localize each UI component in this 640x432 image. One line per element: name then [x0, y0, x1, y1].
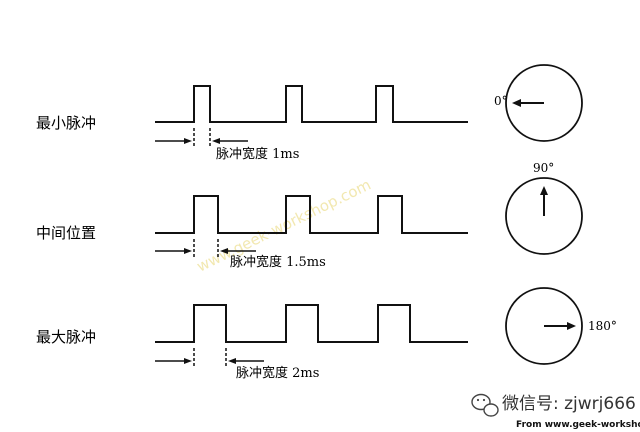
row-label-max: 最大脉冲: [36, 328, 96, 346]
pulse-width-label-max: 脉冲宽度 2ms: [236, 365, 319, 381]
wechat-icon: [471, 393, 499, 417]
arrowhead-right: [228, 358, 236, 364]
dial-pointer-head-min: [512, 99, 521, 107]
servo-dial-max: [505, 287, 583, 365]
row-label-mid: 中间位置: [36, 224, 96, 242]
arrowhead-left: [184, 358, 192, 364]
row-mid-position: 中间位置 脉冲宽度 1.5ms 90°: [36, 161, 583, 270]
arrowhead-right: [220, 248, 228, 254]
dial-pointer-head-max: [567, 322, 576, 330]
angle-label-max: 180°: [588, 319, 617, 333]
angle-label-min: 0°: [494, 94, 508, 108]
servo-dial-mid: [505, 177, 583, 255]
pulse-waveform-max: [155, 304, 468, 343]
wechat-account-text: 微信号: zjwrj666: [502, 394, 636, 414]
row-min-pulse: 最小脉冲 脉冲宽度 1ms 0°: [36, 64, 583, 162]
angle-label-mid: 90°: [533, 161, 554, 175]
row-label-min: 最小脉冲: [36, 114, 96, 132]
dial-pointer-head-mid: [540, 186, 548, 195]
pulse-width-label-min: 脉冲宽度 1ms: [216, 146, 299, 162]
pulse-waveform-mid: [155, 195, 468, 234]
arrowhead-left: [184, 248, 192, 254]
row-max-pulse: 最大脉冲 脉冲宽度 2ms 180°: [36, 287, 617, 381]
account-watermark: 微信号: zjwrj666 From www.geek-workshop.com: [471, 393, 640, 430]
pulse-width-label-mid: 脉冲宽度 1.5ms: [230, 254, 326, 270]
arrowhead-right: [212, 138, 220, 144]
source-url-text: From www.geek-workshop.com: [516, 420, 640, 430]
servo-dial-min: [505, 64, 583, 142]
pulse-waveform-min: [155, 85, 468, 123]
arrowhead-left: [184, 138, 192, 144]
